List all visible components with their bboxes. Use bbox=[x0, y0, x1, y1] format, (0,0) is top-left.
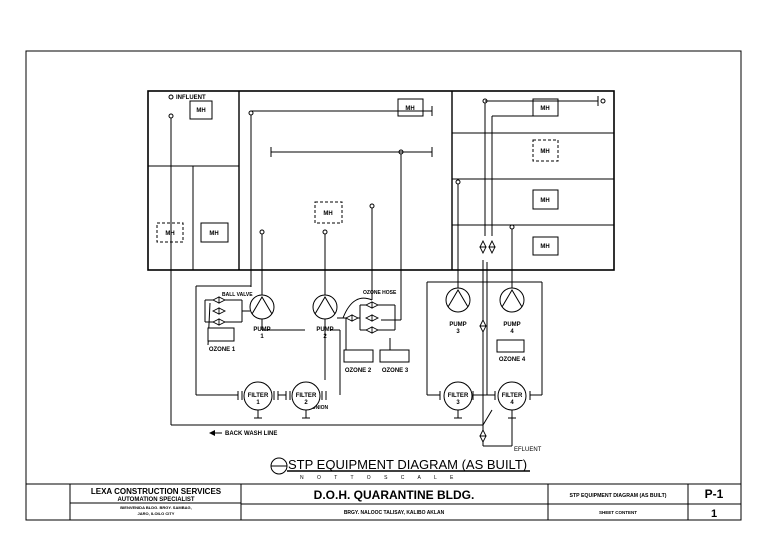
tank-structure bbox=[147, 90, 615, 271]
filter-2-symbol bbox=[285, 381, 327, 419]
sheet-code: P-1 bbox=[705, 487, 724, 501]
back-wash-label: BACK WASH LINE bbox=[225, 431, 277, 437]
mh-label: MH bbox=[165, 231, 174, 237]
mh-label: MH bbox=[209, 231, 218, 237]
effluent-label: EFLUENT bbox=[514, 447, 542, 453]
project-name: D.O.H. QUARANTINE BLDG. bbox=[314, 488, 475, 502]
ozone-units bbox=[207, 327, 525, 363]
ozone-1-box bbox=[207, 327, 235, 342]
manhole-box bbox=[532, 236, 559, 256]
pump-2-number: 2 bbox=[323, 334, 327, 340]
ozone-1-label: OZONE 1 bbox=[209, 347, 236, 353]
valve-icon bbox=[364, 326, 380, 334]
valve-icon bbox=[211, 318, 227, 326]
mh-label: MH bbox=[405, 106, 414, 112]
valve-icon bbox=[211, 296, 227, 304]
company-address-2: JARO, ILOILO CITY bbox=[138, 511, 175, 516]
pumps bbox=[249, 287, 525, 320]
filter-3-symbol bbox=[439, 381, 474, 419]
mh-label: MH bbox=[540, 244, 549, 250]
pump-3-symbol bbox=[445, 287, 471, 313]
influent-label: INFLUENT bbox=[176, 95, 206, 101]
mh-label: MH bbox=[540, 198, 549, 204]
filter-1-label: FILTER bbox=[248, 393, 269, 399]
project-location: BRGY. NALOOC TALISAY, KALIBO AKLAN bbox=[344, 510, 445, 516]
pump-1-number: 1 bbox=[260, 334, 264, 340]
filter-4-number: 4 bbox=[510, 400, 514, 406]
ozone-4-label: OZONE 4 bbox=[499, 357, 526, 363]
pump-3-label: PUMP bbox=[449, 322, 466, 328]
influent-marker bbox=[168, 94, 174, 100]
pump-1-symbol bbox=[249, 294, 275, 320]
filter-2-label: FILTER bbox=[296, 393, 317, 399]
valves bbox=[211, 239, 496, 444]
pump-2-label: PUMP bbox=[316, 327, 333, 333]
filter-3-label: FILTER bbox=[448, 393, 469, 399]
filter-4-label: FILTER bbox=[502, 393, 523, 399]
union-label: UNION bbox=[312, 405, 329, 411]
manhole-box bbox=[189, 100, 213, 120]
title-block-frame bbox=[26, 483, 741, 520]
manhole-box bbox=[156, 222, 184, 243]
mh-label: MH bbox=[196, 108, 205, 114]
ozone-4-box bbox=[496, 339, 525, 353]
company-name: LEXA CONSTRUCTION SERVICES bbox=[91, 487, 222, 496]
filter-1-number: 1 bbox=[256, 400, 260, 406]
filter-4-symbol bbox=[494, 381, 531, 419]
sheet-number: 1 bbox=[711, 508, 717, 520]
mh-label: MH bbox=[323, 211, 332, 217]
manhole-box bbox=[532, 189, 559, 210]
sheet-border bbox=[25, 50, 742, 521]
valve-icon bbox=[488, 239, 496, 255]
drawing-title: STP EQUIPMENT DIAGRAM (AS BUILT) bbox=[288, 457, 527, 472]
manholes bbox=[156, 98, 559, 256]
valve-icon bbox=[364, 301, 380, 309]
ozone-3-box bbox=[379, 349, 410, 363]
mh-label: MH bbox=[540, 149, 549, 155]
manhole-box bbox=[200, 222, 229, 243]
ozone-hose-label: OZONE HOSE bbox=[363, 290, 397, 296]
manhole-box bbox=[532, 139, 559, 162]
title-symbol bbox=[270, 457, 530, 475]
mh-label: MH bbox=[540, 106, 549, 112]
pump-3-number: 3 bbox=[456, 329, 460, 335]
pump-4-symbol bbox=[499, 287, 525, 313]
valve-icon bbox=[364, 314, 380, 322]
sheet-content-label: SHEET CONTENT bbox=[599, 510, 637, 515]
ball-valve-label: BALL VALVE bbox=[222, 292, 253, 298]
manhole-box bbox=[314, 201, 343, 224]
valve-icon bbox=[479, 428, 487, 444]
valve-icon bbox=[479, 318, 487, 334]
ozone-2-box bbox=[343, 349, 374, 363]
filters bbox=[237, 381, 531, 419]
pump-1-label: PUMP bbox=[253, 327, 270, 333]
valve-icon bbox=[211, 307, 227, 315]
pump-2-symbol bbox=[312, 294, 338, 320]
company-subtitle: AUTOMATION SPECIALIST bbox=[117, 497, 194, 503]
pump-4-number: 4 bbox=[510, 329, 514, 335]
sheet-title: STP EQUIPMENT DIAGRAM (AS BUILT) bbox=[570, 493, 667, 499]
pump-4-label: PUMP bbox=[503, 322, 520, 328]
valve-icon bbox=[344, 314, 360, 322]
manhole-box bbox=[532, 98, 559, 117]
ozone-2-label: OZONE 2 bbox=[345, 368, 372, 374]
manhole-box bbox=[397, 98, 424, 117]
filter-2-number: 2 bbox=[304, 400, 308, 406]
ozone-3-label: OZONE 3 bbox=[382, 368, 409, 374]
company-address-1: BIENVENIDA BLDG. BRGY. SAMBAG, bbox=[120, 505, 191, 510]
drawing-scale-note: N O T T O S C A L E bbox=[300, 475, 459, 481]
valve-icon bbox=[479, 239, 487, 255]
filter-3-number: 3 bbox=[456, 400, 460, 406]
